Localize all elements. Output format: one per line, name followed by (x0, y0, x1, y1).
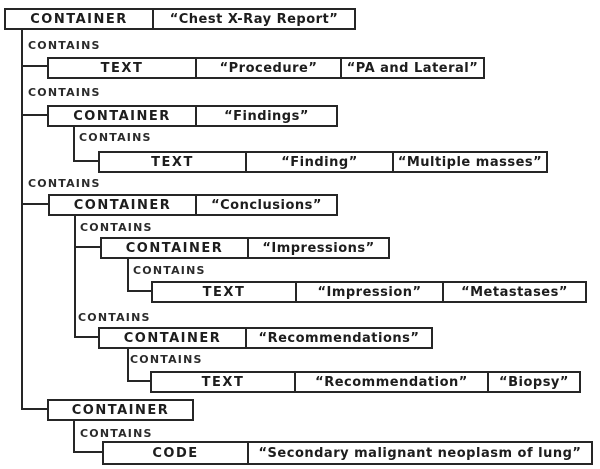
tree-connector-line (21, 30, 23, 410)
contains-label: CONTAINS (130, 353, 203, 366)
node-container-conclusions: CONTAINER “Conclusions” (48, 194, 338, 216)
tree-connector-line (74, 216, 76, 338)
tree-connector-line (73, 127, 75, 162)
contains-label: CONTAINS (133, 264, 206, 277)
tree-connector-line (21, 203, 48, 205)
tree-connector-line (21, 408, 47, 410)
tree-connector-line (127, 259, 129, 292)
node-container-coded-entry: CONTAINER (47, 399, 194, 421)
node-text-impression: TEXT “Impression” “Metastases” (151, 281, 587, 303)
tree-connector-line (127, 290, 151, 292)
node-value-cell: “Secondary malignant neoplasm of lung” (247, 443, 591, 463)
tree-connector-line (74, 336, 98, 338)
tree-connector-line (21, 65, 47, 67)
contains-label: CONTAINS (28, 39, 101, 52)
node-text-procedure: TEXT “Procedure” “PA and Lateral” (47, 57, 485, 79)
contains-label: CONTAINS (28, 86, 101, 99)
node-container-findings: CONTAINER “Findings” (47, 105, 338, 127)
node-name-cell: “Impression” (295, 283, 442, 301)
tree-connector-line (127, 349, 129, 382)
contains-label: CONTAINS (28, 177, 101, 190)
node-value-cell: “Metastases” (442, 283, 585, 301)
contains-label: CONTAINS (78, 311, 151, 324)
node-container-impressions: CONTAINER “Impressions” (100, 237, 390, 259)
node-type-cell: CONTAINER (30, 11, 128, 27)
tree-connector-line (21, 114, 47, 116)
node-type-cell: TEXT (201, 374, 245, 390)
node-name-cell: “Findings” (195, 107, 336, 125)
tree-connector-line (74, 246, 100, 248)
tree-connector-line (73, 160, 98, 162)
node-type-cell: TEXT (151, 154, 194, 170)
node-text-recommendation: TEXT “Recommendation” “Biopsy” (150, 371, 581, 393)
node-type-cell: CONTAINER (125, 240, 224, 256)
contains-label: CONTAINS (79, 131, 152, 144)
node-type-cell: CONTAINER (71, 402, 170, 418)
node-container-chest-x-ray-report: CONTAINER “Chest X-Ray Report” (4, 8, 356, 30)
node-name-cell: “Conclusions” (195, 196, 336, 214)
tree-connector-line (73, 421, 75, 453)
node-code-secondary-malignant-neoplasm: CODE “Secondary malignant neoplasm of lu… (102, 441, 593, 465)
node-value-cell: “Biopsy” (487, 373, 579, 391)
node-text-finding: TEXT “Finding” “Multiple masses” (98, 151, 548, 173)
node-type-cell: CONTAINER (73, 108, 171, 124)
node-name-cell: “Chest X-Ray Report” (152, 10, 354, 28)
node-type-cell: TEXT (202, 284, 246, 300)
tree-connector-line (73, 451, 102, 453)
node-value-cell: “PA and Lateral” (340, 59, 483, 77)
tree-connector-line (127, 380, 150, 382)
node-type-cell: CODE (152, 445, 199, 461)
contains-label: CONTAINS (80, 221, 153, 234)
node-type-cell: TEXT (100, 60, 144, 76)
node-container-recommendations: CONTAINER “Recommendations” (98, 327, 433, 349)
node-name-cell: “Recommendation” (294, 373, 487, 391)
node-name-cell: “Finding” (245, 153, 392, 171)
node-name-cell: “Recommendations” (245, 329, 431, 347)
node-value-cell: “Multiple masses” (392, 153, 546, 171)
node-type-cell: CONTAINER (73, 197, 172, 213)
node-name-cell: “Procedure” (195, 59, 340, 77)
contains-label: CONTAINS (80, 427, 153, 440)
node-name-cell: “Impressions” (247, 239, 388, 257)
node-type-cell: CONTAINER (123, 330, 222, 346)
